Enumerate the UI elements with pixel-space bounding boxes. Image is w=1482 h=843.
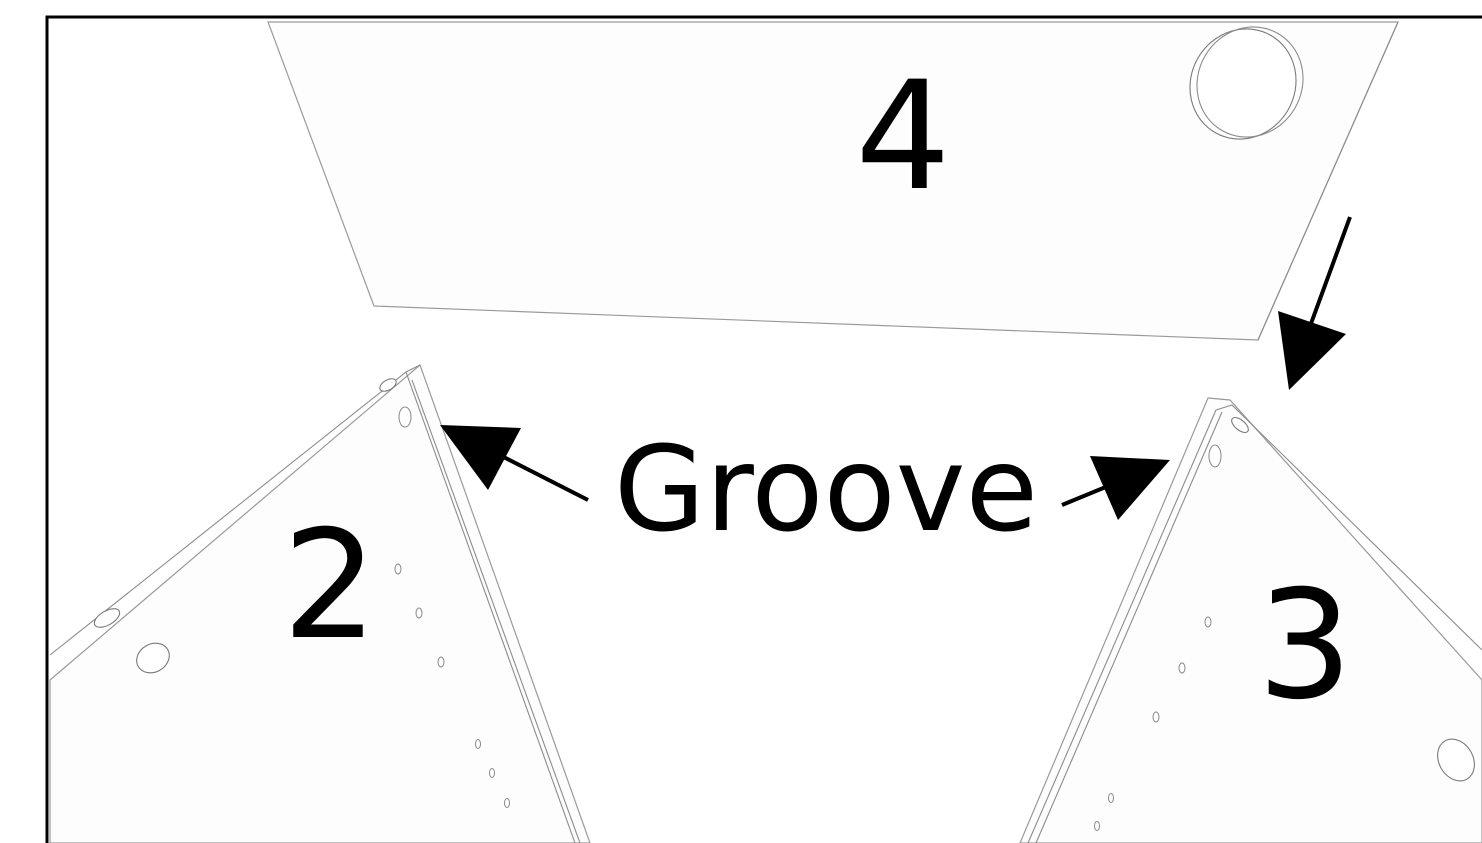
panel-2-label: 2 — [282, 499, 377, 673]
panel-2-hole-corner — [379, 378, 397, 392]
panel-3-pinhole — [1204, 616, 1212, 628]
panel-3-hole-large — [1437, 738, 1475, 782]
panel-3-groove-edge — [1027, 409, 1217, 843]
panel-3-outline — [1019, 397, 1482, 843]
groove-arrow-right-head — [1090, 456, 1170, 520]
panel-2-hole-large — [136, 642, 170, 674]
panel-3-groove-edge-inner — [1035, 411, 1223, 843]
groove-arrow-left — [440, 425, 589, 502]
panel-2-hole-slot — [398, 406, 412, 428]
panel-4-label: 4 — [855, 50, 950, 224]
panel-2-groove-edge — [405, 371, 576, 843]
panel-2-pinhole — [394, 563, 402, 575]
panel-4-hole — [1189, 28, 1297, 140]
panel-2-pinhole — [475, 739, 481, 749]
groove-label: Groove — [614, 420, 1038, 558]
panel-2-pinhole — [489, 768, 495, 778]
panel-4-edge — [1257, 21, 1399, 341]
diagram-frame — [45, 15, 1482, 843]
panel-2-pinhole — [437, 656, 445, 668]
panel-3: 3 — [1019, 397, 1482, 843]
panel-3-hole-slot — [1208, 444, 1222, 468]
panel-3-pinhole — [1178, 662, 1186, 674]
panel-2-hole-edge — [93, 608, 121, 628]
panel-3-hole-corner — [1231, 416, 1249, 434]
groove-arrow-left-head — [440, 425, 521, 490]
groove-arrow-right — [1061, 456, 1170, 520]
panel-3-top-edge — [1215, 404, 1482, 651]
insert-arrow-head — [1278, 311, 1346, 390]
panel-2-pinhole — [415, 607, 423, 619]
panel-2-outline — [49, 363, 591, 843]
panel-3-pinhole — [1094, 821, 1100, 831]
panel-2-groove-edge-inner — [411, 379, 581, 843]
panel-3-pinhole — [1108, 793, 1114, 803]
insert-arrow-shaft — [1303, 216, 1352, 341]
panel-3-pinhole — [1152, 711, 1160, 723]
panel-3-label: 3 — [1257, 559, 1352, 733]
panel-4-hole-rim — [1196, 26, 1304, 138]
insert-arrow — [1278, 216, 1352, 390]
panel-2-pinhole — [504, 798, 510, 808]
panel-2: 2 — [49, 363, 591, 843]
panel-4: 4 — [267, 21, 1399, 341]
